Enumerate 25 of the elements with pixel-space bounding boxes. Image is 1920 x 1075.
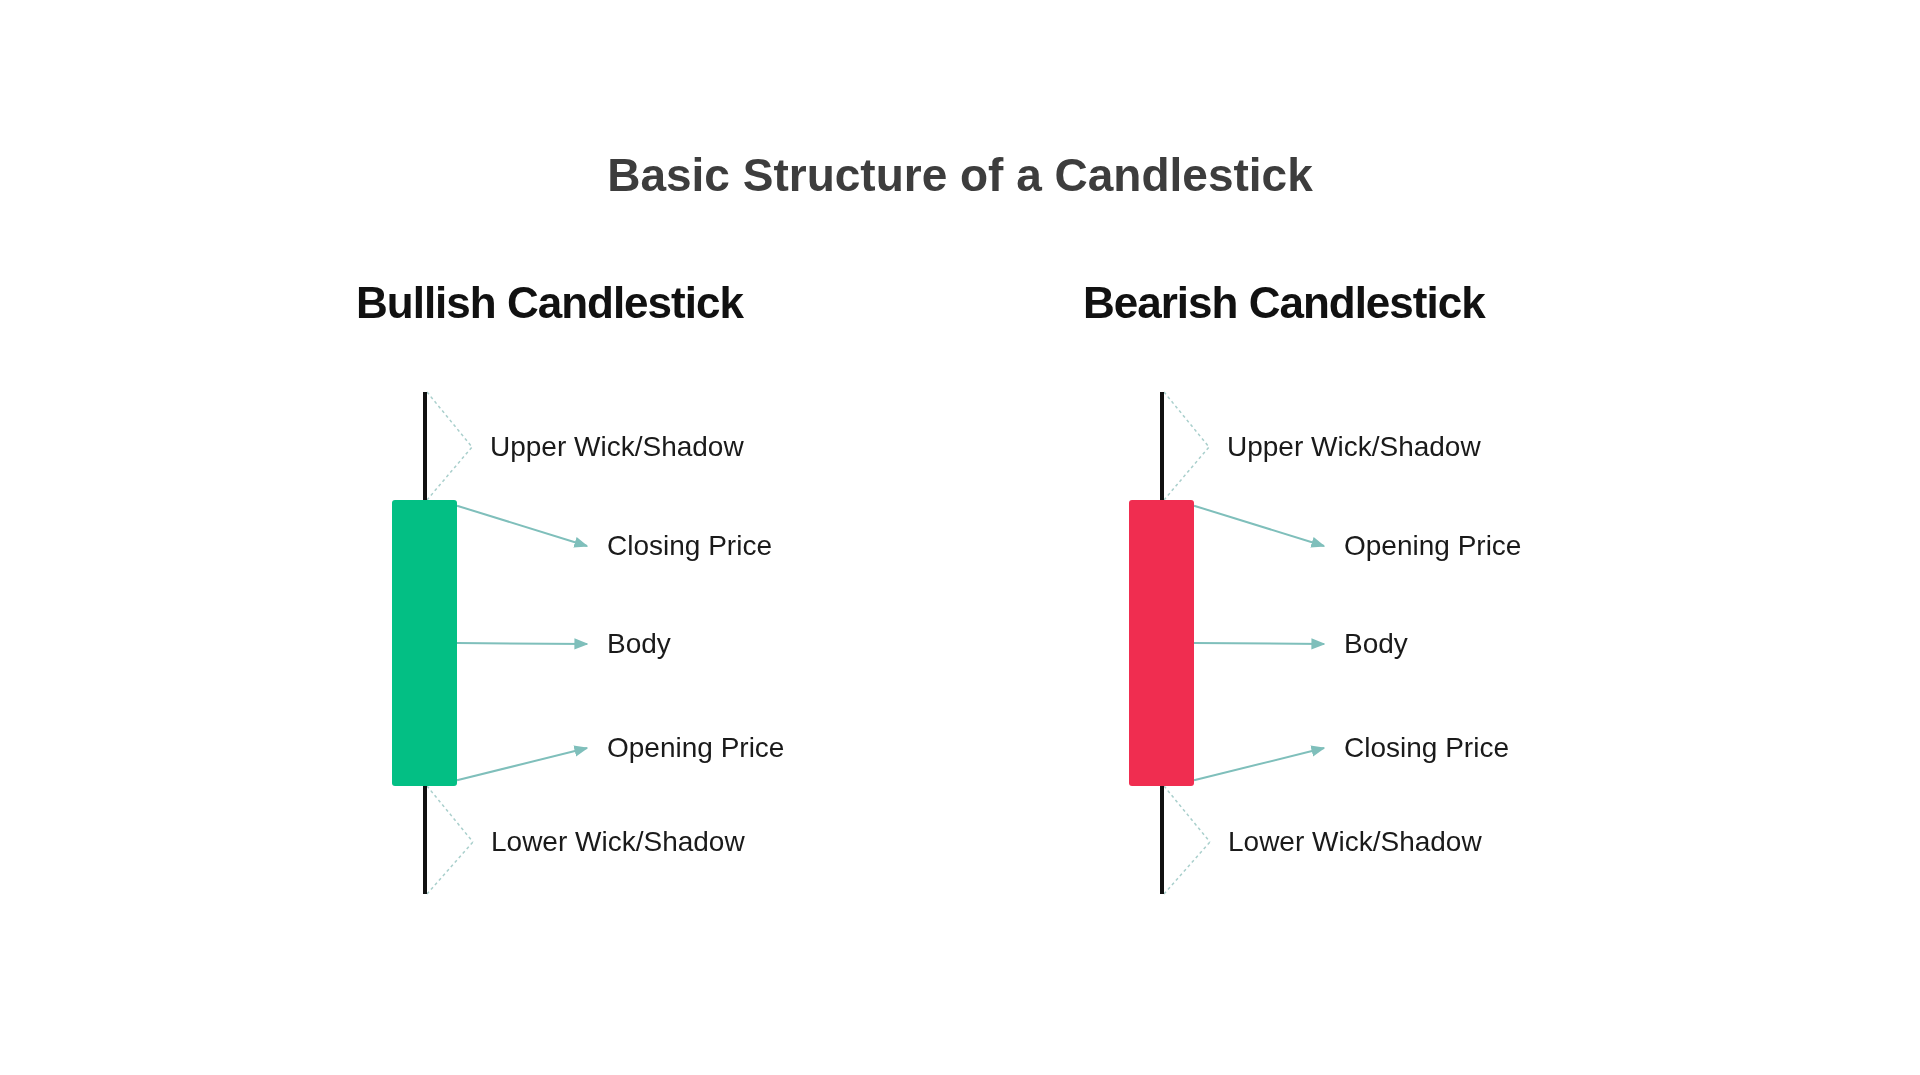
part-label: Lower Wick/Shadow (1208, 824, 1482, 860)
candle-body (1129, 500, 1194, 786)
candlestick-heading: Bullish Candlestick (356, 278, 743, 328)
part-label: Upper Wick/Shadow (470, 429, 744, 465)
arrow (456, 638, 589, 650)
leader-line (1163, 785, 1211, 895)
arrow (1193, 504, 1326, 548)
arrow (1193, 638, 1326, 650)
leader-line (426, 785, 474, 895)
part-label: Body (587, 626, 671, 662)
candle-body (392, 500, 457, 786)
part-label: Closing Price (587, 528, 772, 564)
part-label: Body (1324, 626, 1408, 662)
part-label: Opening Price (1324, 528, 1522, 564)
arrow (456, 745, 589, 782)
diagram-title: Basic Structure of a Candlestick (606, 148, 1314, 202)
part-label: Closing Price (1324, 730, 1509, 766)
candlestick-heading: Bearish Candlestick (1083, 278, 1485, 328)
part-label: Upper Wick/Shadow (1207, 429, 1481, 465)
leader-line (426, 391, 473, 501)
part-label: Lower Wick/Shadow (471, 824, 745, 860)
arrow (456, 504, 589, 548)
leader-line (1163, 391, 1210, 501)
part-label: Opening Price (587, 730, 785, 766)
arrow (1193, 745, 1326, 782)
